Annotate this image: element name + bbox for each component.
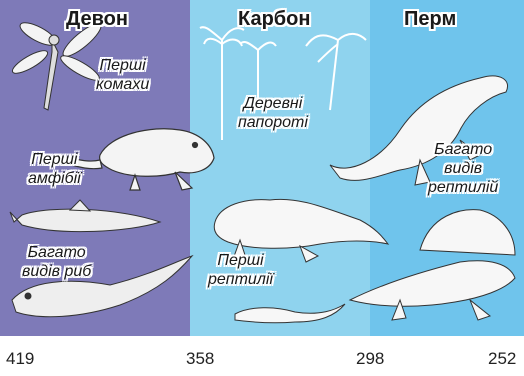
label-many-reptiles-line-3: рептилій — [428, 178, 498, 197]
period-title-permian: Перм — [404, 8, 456, 31]
timeline-tick-419: 419 — [6, 349, 34, 369]
label-many-reptiles: Багато видів рептилій — [428, 140, 498, 197]
period-title-carboniferous: Карбон — [238, 8, 310, 31]
label-many-fish-line-2: видів риб — [22, 262, 91, 281]
dimetrodon-illustration — [350, 210, 515, 320]
label-many-fish-line-1: Багато — [22, 243, 91, 262]
label-first-amphibians-line-2: амфібії — [28, 169, 81, 188]
label-first-amphibians: Перші амфібії — [28, 150, 81, 188]
lizard-illustration — [235, 304, 345, 323]
label-many-reptiles-line-1: Багато — [428, 140, 498, 159]
label-first-insects-line-1: Перші — [96, 56, 149, 75]
label-tree-ferns-line-1: Деревні — [238, 94, 308, 113]
label-first-reptiles-line-1: Перші — [208, 251, 273, 270]
label-first-insects: Перші комахи — [96, 56, 149, 94]
label-first-reptiles: Перші рептилії — [208, 251, 273, 289]
label-first-reptiles-line-2: рептилії — [208, 270, 273, 289]
dragonfly-illustration — [10, 18, 105, 110]
timeline-tick-298: 298 — [356, 349, 384, 369]
timeline-tick-358: 358 — [186, 349, 214, 369]
timeline-tick-252: 252 — [488, 349, 516, 369]
label-many-reptiles-line-2: видів — [428, 159, 498, 178]
label-tree-ferns-line-2: папороті — [238, 113, 308, 132]
fish-illustration — [10, 200, 160, 232]
label-many-fish: Багато видів риб — [22, 243, 91, 281]
label-first-insects-line-2: комахи — [96, 75, 149, 94]
period-title-devonian: Девон — [66, 8, 128, 31]
label-tree-ferns: Деревні папороті — [238, 94, 308, 132]
label-first-amphibians-line-1: Перші — [28, 150, 81, 169]
